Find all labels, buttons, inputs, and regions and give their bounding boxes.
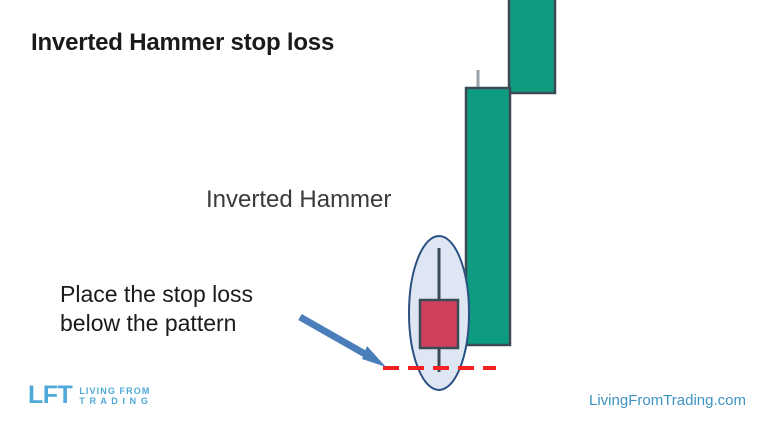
stop-loss-annotation: Place the stop loss below the pattern: [60, 280, 253, 338]
website-url: LivingFromTrading.com: [589, 392, 746, 409]
candle-inverted-hammer: [418, 248, 460, 372]
arrow-shaft: [298, 313, 374, 362]
arrow-head: [362, 346, 386, 367]
logo-word-top: LIVING FROM: [79, 385, 151, 396]
pointer-arrow: [298, 313, 386, 367]
annotation-line-1: Place the stop loss: [60, 281, 254, 307]
candle-body: [507, 0, 557, 95]
logo-wordmark: LIVING FROM T R A D I N G: [79, 385, 150, 406]
logo-mark-lft: LFT: [28, 381, 73, 409]
annotation-line-2: below the pattern: [60, 310, 237, 336]
brand-logo: LFT LIVING FROM T R A D I N G: [28, 383, 150, 408]
candle-body: [418, 298, 460, 350]
page-title: Inverted Hammer stop loss: [31, 29, 335, 56]
candle-body: [464, 86, 512, 347]
pattern-label: Inverted Hammer: [206, 186, 392, 213]
candle-large-bullish: [464, 70, 512, 347]
logo-word-bottom: T R A D I N G: [79, 395, 149, 406]
candle-upper-bullish: [507, 0, 557, 95]
